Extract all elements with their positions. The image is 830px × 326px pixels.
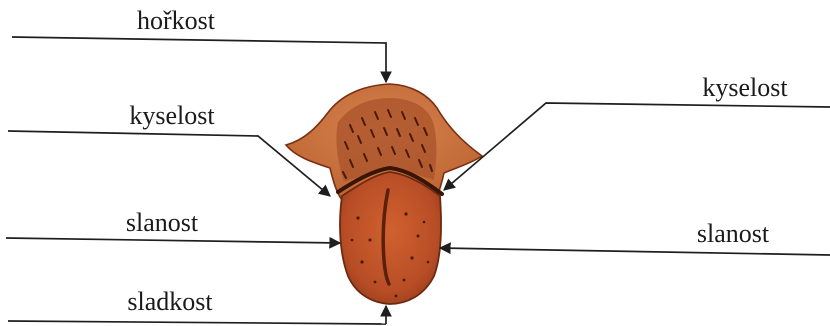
leader-line-right-middle xyxy=(440,248,830,255)
leader-line-right-upper xyxy=(444,103,830,190)
label-left-upper-sourness: kyselost xyxy=(129,101,215,130)
label-right-middle-saltiness: slanost xyxy=(697,219,770,248)
tongue-illustration xyxy=(286,84,482,304)
label-top-bitterness: hořkost xyxy=(137,6,216,35)
label-bottom-sweetness: sladkost xyxy=(127,287,213,316)
leader-line-top xyxy=(12,37,386,82)
leader-line-left-upper xyxy=(8,131,330,196)
leader-line-left-middle xyxy=(6,238,340,243)
label-left-middle-saltiness: slanost xyxy=(126,208,199,237)
leader-line-bottom xyxy=(8,321,386,324)
label-right-upper-sourness: kyselost xyxy=(702,73,788,102)
